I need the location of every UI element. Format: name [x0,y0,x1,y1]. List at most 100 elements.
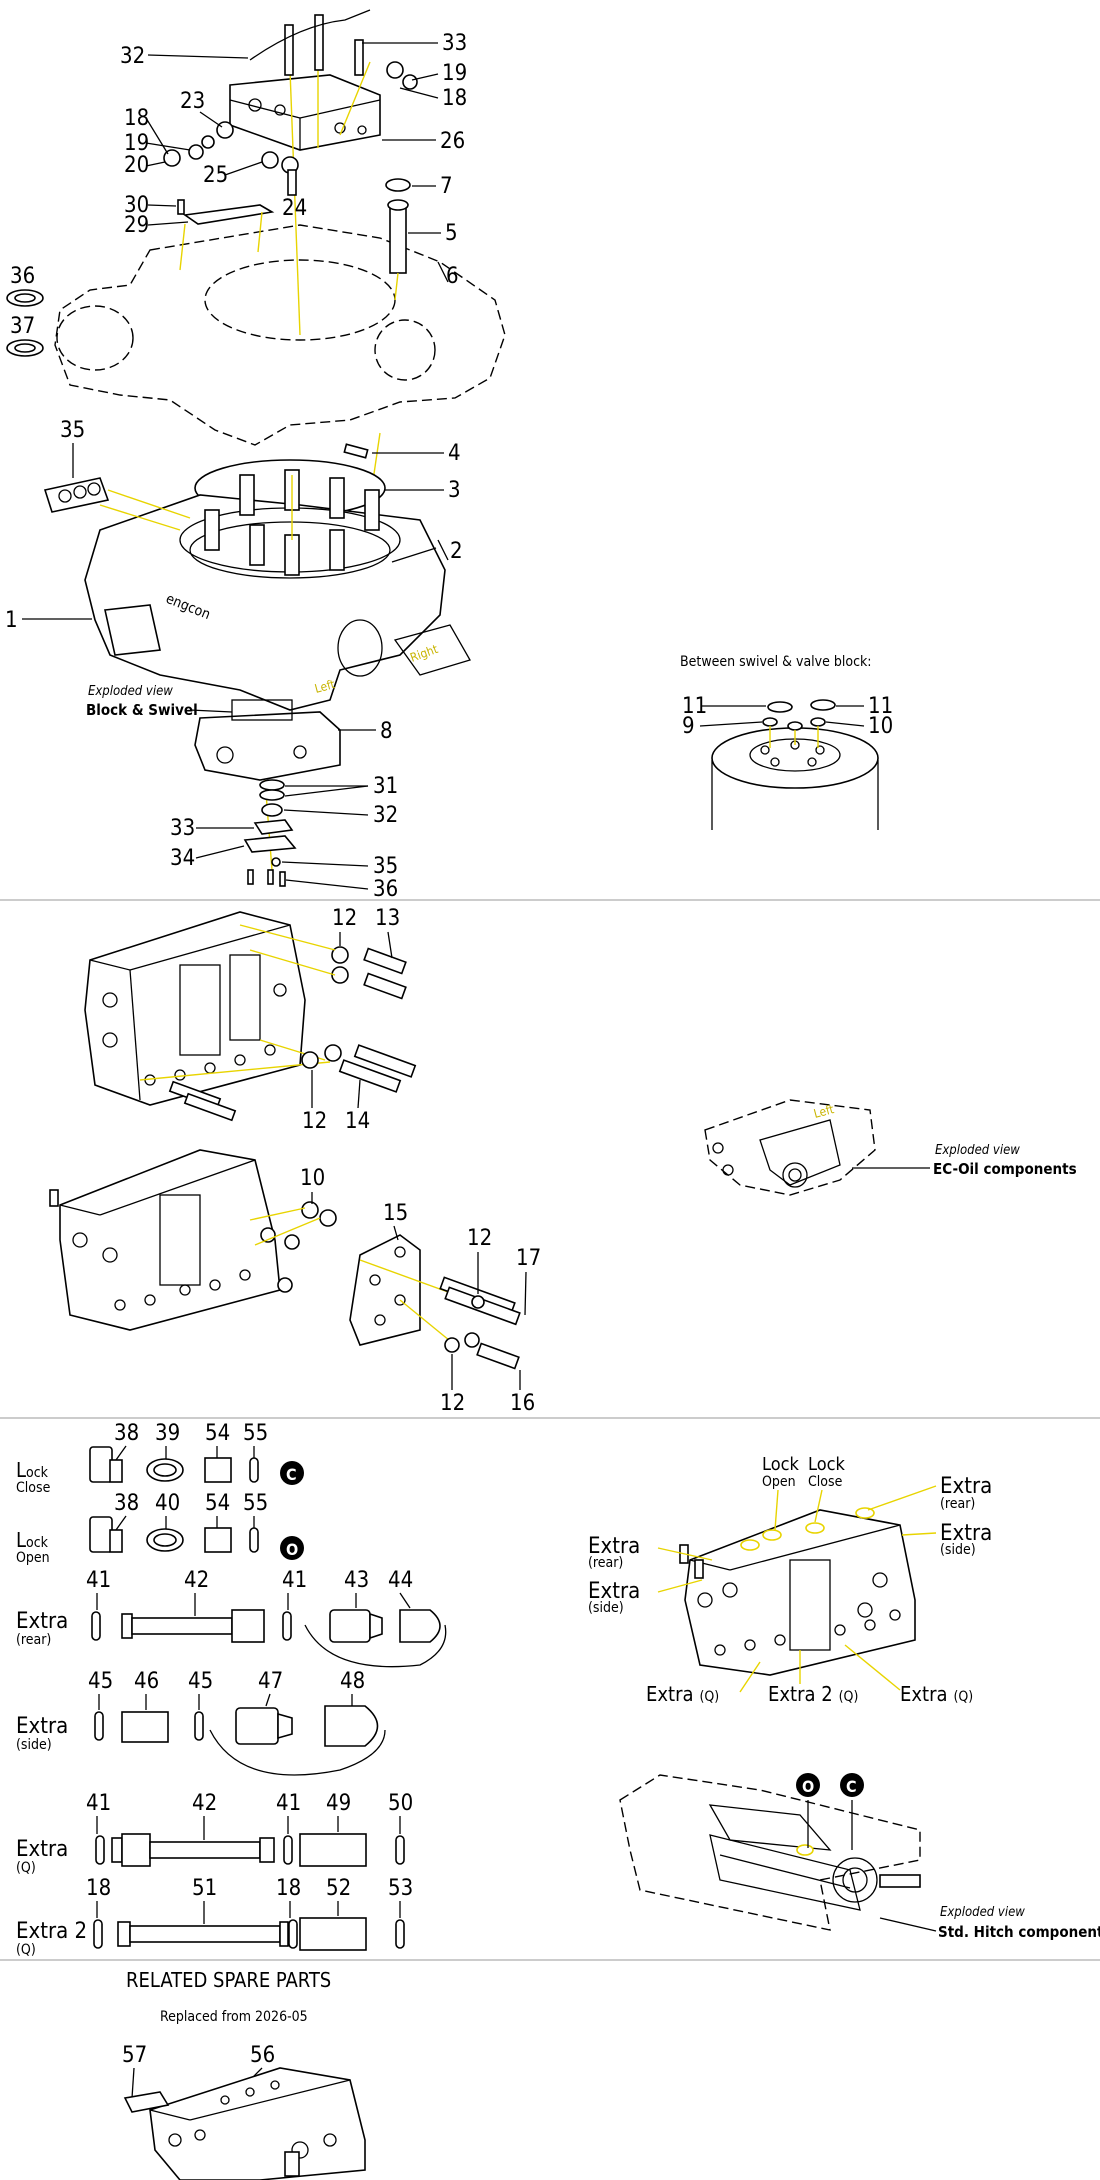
badge-open-icon [280,1536,304,1560]
callout-12-a: 12 [332,906,357,931]
callout-56: 56 [250,2043,275,2068]
svg-text:Lock: Lock [808,1454,846,1475]
svg-text:Open: Open [762,1474,796,1490]
callout-32: 34 [170,846,195,871]
callout-41-c: 41 [86,1791,111,1816]
callout-26: 30 [124,193,149,218]
svg-text:Close: Close [16,1480,51,1496]
callout-38-b: 38 [114,1491,139,1516]
callout-57: 57 [122,2043,147,2068]
row-lock-open: Lock Open [16,1528,50,1566]
callout-55-a: 55 [243,1421,268,1446]
callout-18-d: 18 [276,1876,301,1901]
body-window [104,604,161,656]
caption-mode-2: Exploded view [935,1143,1020,1158]
bolt-16 [476,1342,520,1370]
washer-33 [271,857,281,867]
callout-42-a: 42 [184,1568,209,1593]
bolt-28 [354,39,364,76]
callout-51: 51 [192,1876,217,1901]
callout-22: 24 [282,196,307,221]
seal-12-a [331,946,349,964]
callout-41-d: 41 [276,1791,301,1816]
svg-text:(side): (side) [940,1542,976,1558]
ec-block-lower [59,1149,281,1331]
callout-12-d: 12 [440,1391,465,1416]
washer-7 [385,178,411,192]
swivel-inset [711,699,879,830]
body-ear [393,624,471,676]
callout-19: 19 [124,131,149,156]
caption-title-1: Block & Swivel [86,701,198,719]
callout-52: 52 [326,1876,351,1901]
callout-36: 36 [10,264,35,289]
seal-29b [259,789,285,801]
pipe-27 [249,9,371,61]
callout-47: 47 [258,1669,283,1694]
callout-35: 35 [60,418,85,443]
svg-text:C: C [286,1465,297,1484]
callout-18-c: 18 [86,1876,111,1901]
callout-19-right: 19 [442,61,467,86]
bolt-14a [338,1059,402,1093]
row-extra-q-label: Extra [16,1837,68,1862]
bolt-rod [314,14,324,71]
extra2-q-parts [93,1917,405,1951]
callout-31: 33 [170,816,195,841]
related-subtitle: Replaced from 2026-05 [160,2009,308,2025]
extra-rear-parts [91,1609,447,1668]
screwdriver-6 [437,261,449,283]
callout-12-c: 12 [467,1226,492,1251]
callout-34: 36 [373,877,398,902]
svg-text:Close: Close [808,1474,843,1490]
ec-oil-inset: Left [704,1099,876,1196]
callout-24: 26 [440,129,465,154]
callout-43: 43 [344,1568,369,1593]
replacement-valve-block [123,2067,366,2180]
left-mark: Left [313,677,336,696]
callout-45-a: 45 [88,1669,113,1694]
row-extra2-q-sub: (Q) [16,1942,36,1958]
bolt-13b [363,972,407,1000]
extra-q-parts [95,1833,405,1867]
callout-54-a: 54 [205,1421,230,1446]
callout-18: 18 [124,106,149,131]
plate-15 [349,1234,421,1346]
callout-20: 20 [124,153,149,178]
lock-close-parts: C [89,1446,304,1485]
row-extra-side-label: Extra [16,1714,68,1739]
svg-text:(rear): (rear) [940,1496,975,1512]
bolt-14b [353,1044,417,1078]
caption-title-3: Std. Hitch components [938,1923,1100,1941]
callout-41-a: 41 [86,1568,111,1593]
callout-41-b: 41 [282,1568,307,1593]
callout-2: 2 [450,539,463,564]
callout-8: 8 [380,719,393,744]
callout-45-b: 45 [188,1669,213,1694]
svg-text:C: C [846,1777,857,1796]
callout-46: 46 [134,1669,159,1694]
between-title: Between swivel & valve block: [680,654,872,670]
svg-text:Open: Open [16,1550,50,1566]
hitch-exploded-view: O C [619,1773,921,1931]
callout-37: 37 [10,314,35,339]
ec-block-upper [84,911,306,1106]
section-std-hitch: Lock Close Lock Open Extra (rear) Extra … [16,1421,1100,1958]
callout-54-b: 54 [205,1491,230,1516]
port-block-8 [194,711,341,781]
callout-18-right: 18 [442,86,467,111]
screw-26 [177,199,185,215]
svg-text:O: O [802,1777,814,1796]
hitch-block-labels: Lock Open Lock Close Extra (rear) Extra … [588,1454,992,1706]
plate-31 [253,819,294,835]
section-related-parts: RELATED SPARE PARTS Replaced from 2026-0… [122,1968,366,2180]
svg-text:Extra: Extra [940,1474,992,1499]
callout-48: 48 [340,1669,365,1694]
callout-44: 44 [388,1568,413,1593]
callout-40: 40 [155,1491,180,1516]
housing-side-boss [374,319,436,381]
extra-side-parts [94,1705,386,1776]
inset-left-mark: Left [812,1102,835,1121]
row-extra-rear-label: Extra [16,1609,68,1634]
